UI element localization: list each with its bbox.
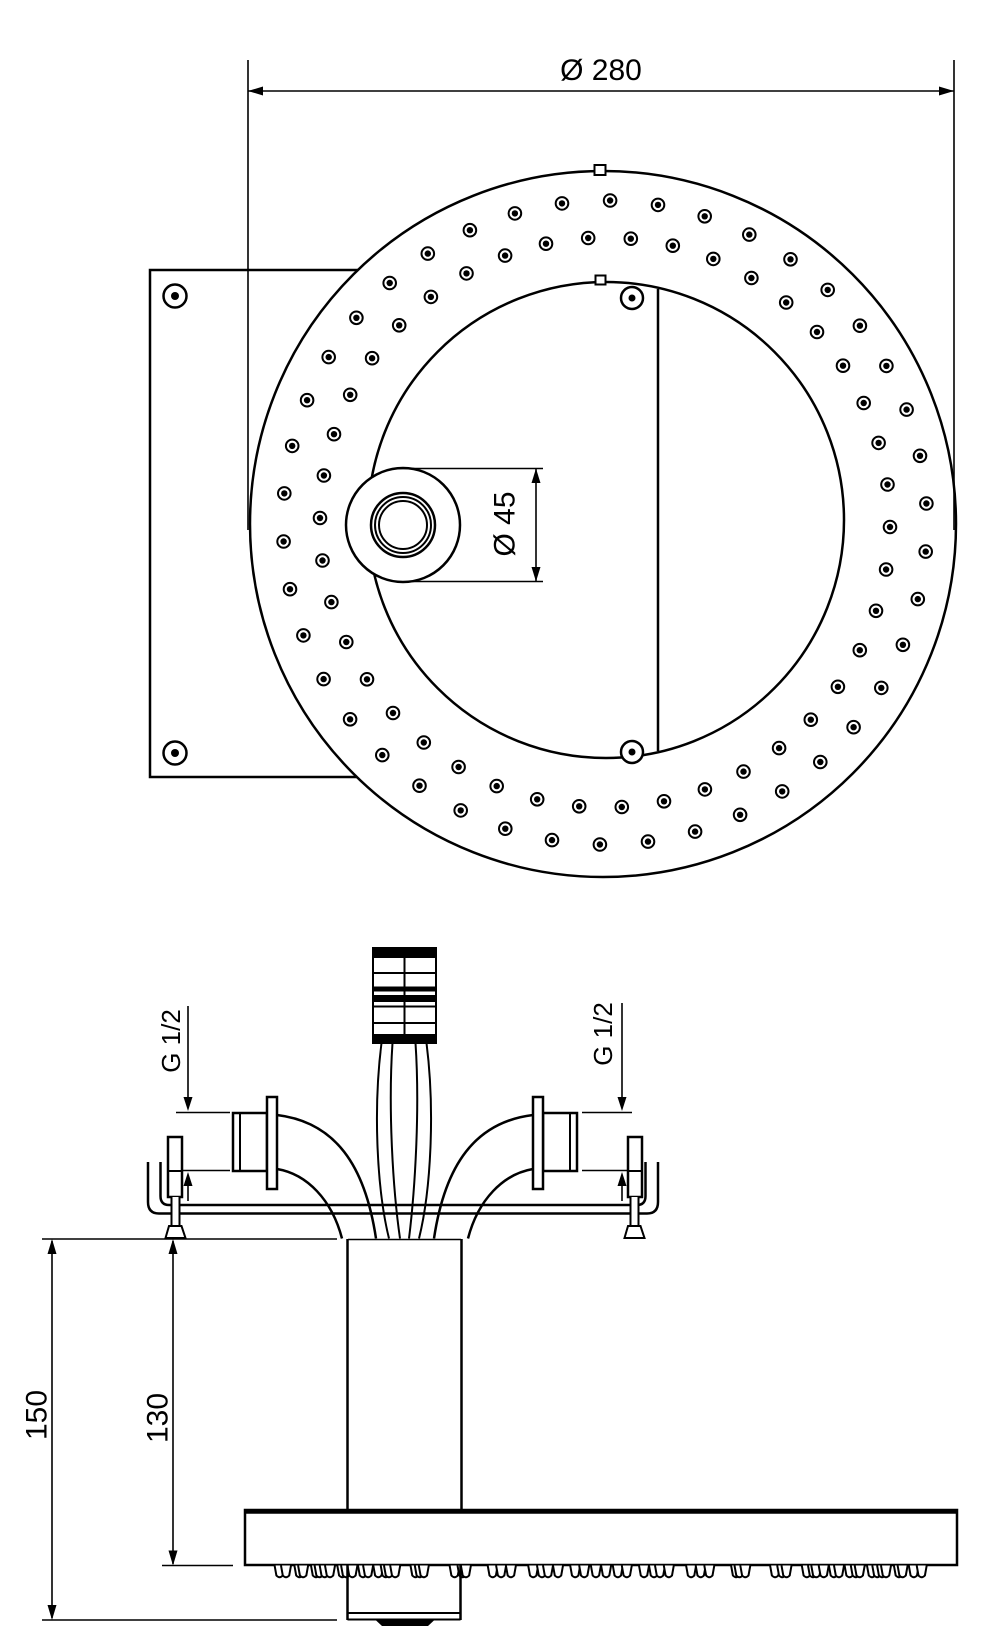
spray-nozzle-tooth (853, 1565, 866, 1579)
inlet-pipe-left (276, 1113, 378, 1239)
rod-foot (623, 1225, 646, 1239)
spray-nozzle-tooth (880, 1565, 892, 1579)
arrow-down-icon (531, 567, 541, 582)
arrow-up-icon (168, 1239, 178, 1254)
nozzle-dot-pattern (276, 193, 934, 852)
spray-nozzle-tooth (495, 1565, 508, 1579)
spray-nozzle-tooth (504, 1565, 517, 1579)
seam-screw-bottom (619, 739, 645, 765)
side-view: 150 130 G 1/2 G 1/2 (21, 947, 959, 1626)
spray-nozzle-tooth (346, 1565, 359, 1579)
spray-nozzle-tooth (542, 1565, 554, 1579)
thread-right-label: G 1/2 (588, 1002, 618, 1066)
dim-overall-depth-label: 150 (21, 1390, 54, 1440)
dim-outer-diameter-label: Ø 280 (560, 54, 642, 87)
dimension-overall-depth: 150 (21, 1238, 337, 1621)
arrow-up-icon (617, 1172, 627, 1186)
spray-nozzle-tooth (703, 1565, 716, 1579)
spray-nozzle-tooth (654, 1565, 666, 1579)
arrow-up-icon (531, 468, 541, 483)
spray-nozzles (273, 1565, 928, 1579)
dimension-outer-diameter: Ø 280 (247, 54, 955, 530)
spray-nozzle-tooth (896, 1565, 909, 1579)
spray-nozzle-tooth (569, 1565, 582, 1579)
spray-nozzle-tooth (685, 1565, 698, 1579)
center-hub (344, 466, 462, 584)
mounting-plate-outline (148, 268, 358, 779)
spray-nozzle-tooth (620, 1565, 633, 1579)
spray-nozzle-tooth (297, 1565, 310, 1579)
spray-nozzle-tooth (833, 1565, 845, 1579)
arrow-up-icon (47, 1239, 57, 1254)
shower-disc (243, 1508, 959, 1567)
arrow-down-icon (168, 1550, 178, 1566)
thread-fitting-right (531, 1095, 579, 1191)
top-view: Ø 45 Ø 280 (148, 54, 958, 879)
rod-foot (164, 1225, 187, 1239)
dim-ceiling-to-face-label: 130 (142, 1393, 175, 1443)
arrow-down-icon (617, 1097, 627, 1111)
connector-cables (376, 1042, 432, 1239)
spray-nozzle-tooth (486, 1565, 499, 1579)
plate-screw-top (162, 283, 188, 309)
spray-nozzle-tooth (600, 1565, 613, 1579)
spray-nozzle-tooth (589, 1565, 602, 1579)
seam-screw-top (619, 285, 645, 311)
inlet-pipe-right (432, 1113, 534, 1239)
outer-rim-notch (593, 164, 607, 176)
dimension-ceiling-to-face: 130 (142, 1239, 233, 1567)
spray-nozzle-tooth (389, 1565, 402, 1579)
arrow-up-icon (183, 1172, 193, 1186)
hanger-rod-right (623, 1135, 646, 1239)
mounting-channel (146, 1162, 660, 1215)
spray-nozzle-tooth (611, 1565, 624, 1579)
spray-nozzle-tooth (739, 1565, 752, 1579)
hanger-rod-left (164, 1135, 187, 1239)
arrow-right-icon (939, 86, 954, 96)
spray-nozzle-tooth (694, 1565, 707, 1579)
riser-cylinder (346, 1238, 463, 1510)
spray-nozzle-tooth (552, 1565, 564, 1579)
callout-thread-left: G 1/2 (156, 1006, 230, 1201)
plate-screw-bottom (162, 740, 188, 766)
arrow-left-icon (248, 86, 263, 96)
spray-nozzle-tooth (527, 1565, 540, 1579)
dimension-hub-diameter: Ø 45 (398, 467, 543, 583)
spray-nozzle-tooth (578, 1565, 591, 1579)
spray-nozzle-tooth (915, 1565, 928, 1579)
spray-nozzle-tooth (362, 1565, 375, 1579)
callout-thread-right: G 1/2 (582, 1002, 632, 1201)
spray-nozzle-tooth (817, 1565, 830, 1579)
spray-nozzle-tooth (638, 1565, 650, 1579)
spray-nozzle-tooth (459, 1565, 472, 1579)
thread-fitting-left (231, 1095, 279, 1191)
light-lens (375, 1619, 435, 1626)
spray-nozzle-tooth (662, 1565, 675, 1579)
dim-hub-diameter-label: Ø 45 (489, 491, 522, 556)
light-module-housing (346, 1565, 462, 1626)
spray-nozzle-tooth (324, 1565, 336, 1579)
spray-nozzle-tooth (280, 1565, 292, 1579)
thread-left-label: G 1/2 (156, 1009, 186, 1073)
spray-nozzle-tooth (417, 1565, 430, 1579)
arrow-down-icon (47, 1605, 57, 1620)
spray-nozzle-tooth (780, 1565, 793, 1579)
electrical-connector (372, 947, 437, 1044)
arrow-down-icon (183, 1097, 193, 1111)
inner-rim-notch (594, 274, 607, 286)
